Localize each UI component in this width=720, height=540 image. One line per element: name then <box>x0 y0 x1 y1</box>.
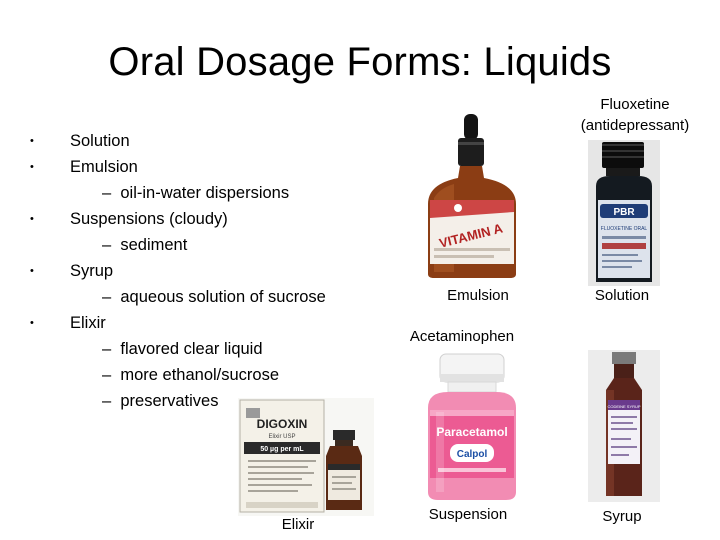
bullet-marker: • <box>30 317 34 329</box>
bullet-marker: • <box>30 135 34 147</box>
bullet-marker: • <box>30 161 34 173</box>
svg-text:50 µg per mL: 50 µg per mL <box>260 446 304 453</box>
bullet-marker: • <box>30 213 34 225</box>
svg-text:DIGOXIN: DIGOXIN <box>257 417 308 431</box>
acetaminophen-caption: Acetaminophen <box>409 328 515 345</box>
suspension-caption: Suspension <box>428 506 508 523</box>
svg-text:CODEINE SYRUP: CODEINE SYRUP <box>607 404 640 409</box>
emulsion-caption: Emulsion <box>447 287 509 304</box>
paracetamol-bottle-image: Paracetamol Calpol <box>428 353 516 500</box>
vitamin-a-bottle-image: VITAMIN A <box>428 114 516 278</box>
syrup-caption: Syrup <box>602 508 642 525</box>
bullet-marker: • <box>30 265 34 277</box>
fluoxetine-bottle-image: PBR FLUOXETINE ORAL <box>588 140 660 286</box>
digoxin-elixir-image: DIGOXIN Elixir USP 50 µg per mL <box>238 398 374 516</box>
fluoxetine-caption: Fluoxetine (antidepressant) <box>580 96 690 134</box>
slide-title: Oral Dosage Forms: Liquids <box>108 40 612 84</box>
elixir-caption: Elixir <box>281 516 315 533</box>
solution-caption: Solution <box>594 287 650 304</box>
svg-text:Paracetamol: Paracetamol <box>436 425 507 439</box>
svg-text:FLUOXETINE ORAL: FLUOXETINE ORAL <box>601 226 648 232</box>
svg-text:Elixir USP: Elixir USP <box>268 434 295 440</box>
svg-text:Calpol: Calpol <box>457 449 488 460</box>
svg-text:PBR: PBR <box>613 207 635 218</box>
syrup-bottle-image: CODEINE SYRUP <box>588 350 660 502</box>
